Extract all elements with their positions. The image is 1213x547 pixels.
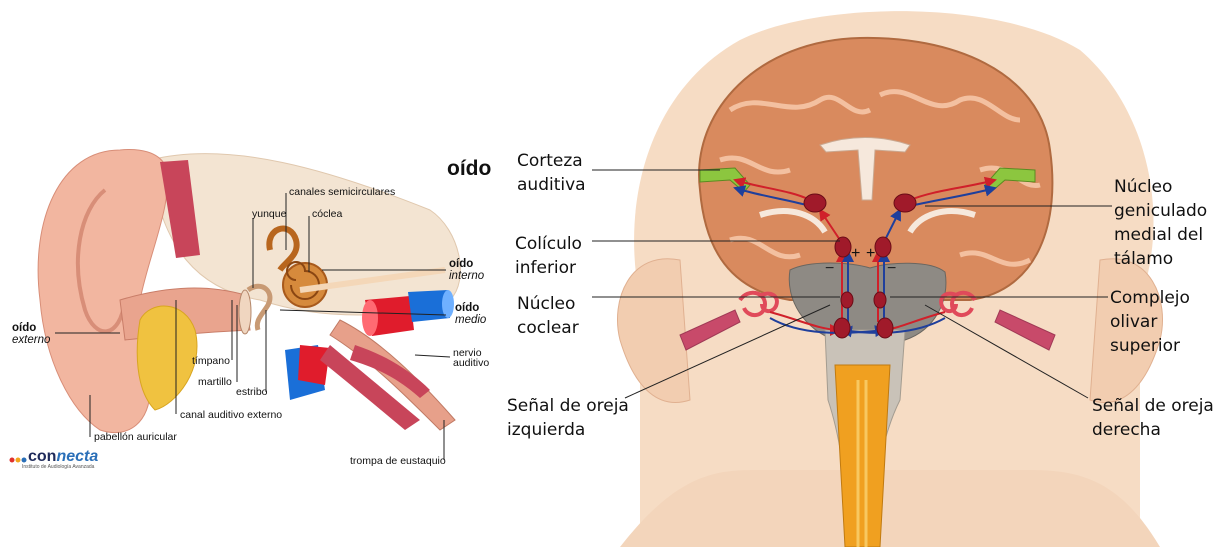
label-cochlea: cóclea — [312, 208, 342, 220]
label-outer-ear-1: oído — [12, 322, 36, 334]
label-colliculus-2: inferior — [515, 256, 582, 280]
label-ear-canal: canal auditivo externo — [180, 409, 282, 421]
label-hammer: martillo — [198, 376, 232, 388]
eardrum — [239, 290, 251, 334]
label-geniculate-3: medial del — [1114, 223, 1207, 247]
label-cochlear-2: coclear — [517, 316, 579, 340]
left-cn-node — [834, 318, 850, 338]
label-right-signal-2: derecha — [1092, 418, 1213, 442]
label-semicircular-canals: canales semicirculares — [289, 186, 395, 198]
label-olivary-1: Complejo — [1110, 286, 1190, 310]
label-eardrum: tímpano — [192, 355, 230, 367]
label-anvil: yunque — [252, 208, 286, 220]
label-right-signal: Señal de oreja derecha — [1092, 394, 1213, 442]
label-cortex-2: auditiva — [517, 173, 586, 197]
label-eustachian-tube: trompa de eustaquio — [350, 455, 446, 467]
label-olivary-2: olivar — [1110, 310, 1190, 334]
label-middle-ear: oído medio — [455, 302, 486, 326]
label-left-signal-1: Señal de oreja — [507, 394, 629, 418]
spinal-cord — [835, 365, 890, 547]
right-soc-node — [874, 292, 886, 308]
label-geniculate-4: tálamo — [1114, 247, 1207, 271]
label-inner-ear: oído interno — [449, 258, 484, 282]
label-cochlear-nucleus: Núcleo coclear — [517, 292, 579, 340]
label-cochlear-1: Núcleo — [517, 292, 579, 316]
minus-sign-left: − — [825, 260, 834, 278]
right-cn-node — [877, 318, 893, 338]
label-pinna: pabellón auricular — [94, 431, 177, 443]
page-title: oído — [447, 157, 491, 181]
plus-sign-right: + — [866, 245, 875, 263]
label-geniculate-2: geniculado — [1114, 199, 1207, 223]
label-nerve-2: auditivo — [453, 357, 489, 369]
label-middle-ear-2: medio — [455, 314, 486, 326]
right-ic-node — [875, 237, 891, 257]
head-illustration — [618, 11, 1163, 547]
label-left-signal-2: izquierda — [507, 418, 629, 442]
label-geniculate-1: Núcleo — [1114, 175, 1207, 199]
left-soc-node — [841, 292, 853, 308]
label-cortex-1: Corteza — [517, 149, 586, 173]
left-ear — [618, 259, 691, 403]
right-mgn-node — [894, 194, 916, 212]
logo-tagline: Instituto de Audiología Avanzada — [22, 464, 98, 470]
label-auditory-nerve: nervio auditivo — [453, 348, 489, 368]
left-ic-node — [835, 237, 851, 257]
connecta-logo: connecta Instituto de Audiología Avanzad… — [8, 448, 98, 470]
plus-sign-left: + — [851, 245, 860, 263]
minus-sign-right: − — [887, 260, 896, 278]
label-superior-olivary: Complejo olivar superior — [1110, 286, 1190, 358]
label-olivary-3: superior — [1110, 334, 1190, 358]
label-middle-ear-1: oído — [455, 302, 479, 314]
label-inner-ear-1: oído — [449, 258, 473, 270]
label-right-signal-1: Señal de oreja — [1092, 394, 1213, 418]
label-outer-ear: oído externo — [12, 322, 50, 346]
left-mgn-node — [804, 194, 826, 212]
label-colliculus-1: Colículo — [515, 232, 582, 256]
logo-name-b: necta — [56, 448, 98, 465]
label-auditory-cortex: Corteza auditiva — [517, 149, 586, 197]
label-left-signal: Señal de oreja izquierda — [507, 394, 629, 442]
label-stirrup: estribo — [236, 386, 268, 398]
fat-tissue — [137, 306, 197, 410]
label-inferior-colliculus: Colículo inferior — [515, 232, 582, 280]
label-outer-ear-2: externo — [12, 334, 50, 346]
label-inner-ear-2: interno — [449, 270, 484, 282]
logo-name-a: con — [28, 448, 56, 465]
label-medial-geniculate: Núcleo geniculado medial del tálamo — [1114, 175, 1207, 271]
